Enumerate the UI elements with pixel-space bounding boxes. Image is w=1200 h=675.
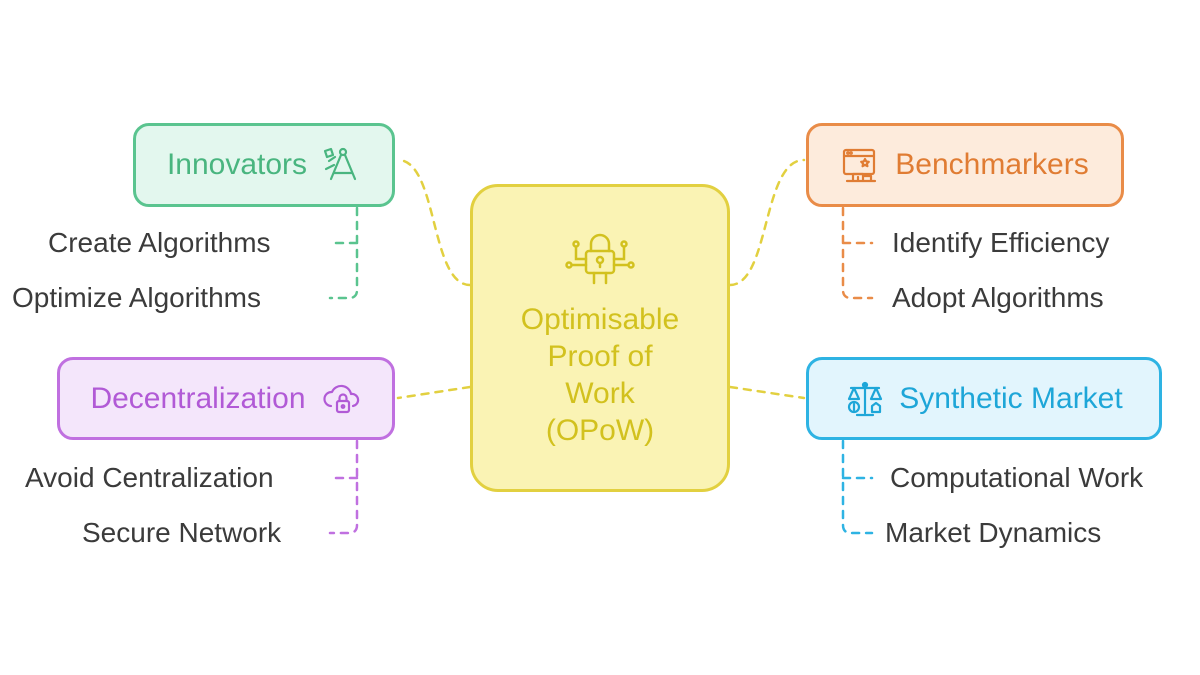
synthetic-market-node: Synthetic Market [806,357,1162,440]
innovators-node: Innovators [133,123,395,207]
synthetic-market-item-dynamics: Market Dynamics [885,517,1102,548]
synthetic-market-label: Synthetic Market [899,381,1123,415]
connector-decentralization [396,385,472,400]
center-title: Optimisable Proof of Work (OPoW) [520,303,680,447]
drafting-compass-icon [321,145,361,185]
innovators-item-optimize: Optimize Algorithms [12,282,261,313]
scales-icon [845,379,885,419]
padlock-circuit-icon [560,227,640,287]
connector-innovators [396,158,472,287]
benchmarkers-node: Benchmarkers [806,123,1124,207]
benchmarkers-label: Benchmarkers [895,148,1089,181]
connector-innovators-items [328,206,359,300]
connector-synthetic-market [728,385,806,400]
benchmarkers-item-identify: Identify Efficiency [892,227,1110,258]
center-node: Optimisable Proof of Work (OPoW) [470,184,730,492]
synthetic-market-item-computational: Computational Work [890,462,1144,493]
innovators-item-create: Create Algorithms [48,227,271,258]
decentralization-node: Decentralization [57,357,395,440]
connector-benchmarkers-items [841,206,874,300]
decentralization-item-secure: Secure Network [82,517,282,548]
decentralization-item-avoid: Avoid Centralization [25,462,274,493]
connector-decentralization-items [328,439,359,535]
podium-window-icon [841,145,881,185]
cloud-lock-icon [322,379,362,419]
innovators-label: Innovators [166,148,308,181]
connector-market-items [841,439,874,535]
decentralization-label: Decentralization [90,381,306,415]
connector-benchmarkers [728,158,806,287]
benchmarkers-item-adopt: Adopt Algorithms [892,282,1104,313]
